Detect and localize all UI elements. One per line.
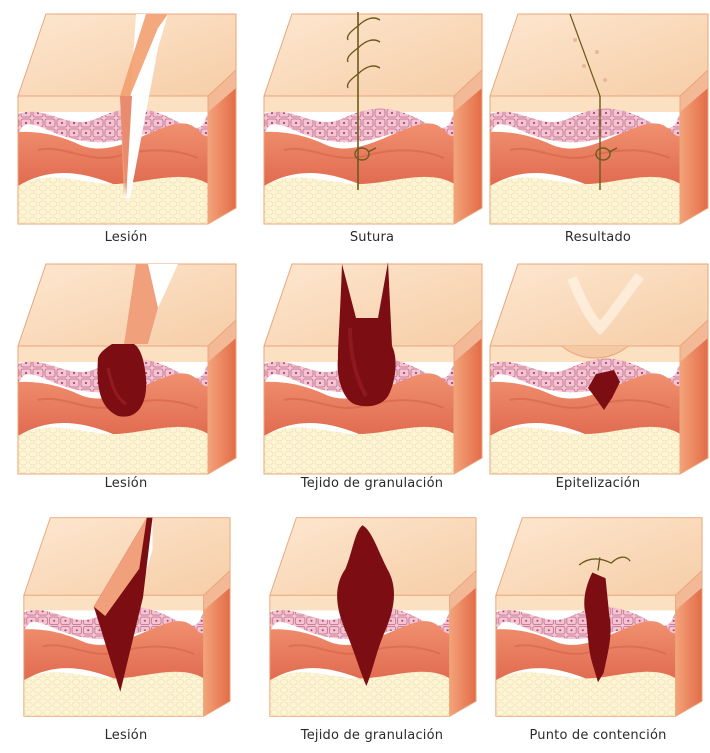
caption: Resultado <box>480 230 710 245</box>
caption: Sutura <box>254 230 490 245</box>
panel-granulacion-deep: Tejido de granulación <box>254 512 490 752</box>
skin-block-granulation <box>254 258 490 480</box>
caption: Lesión <box>8 230 244 245</box>
skin-block-incision <box>8 8 244 230</box>
panel-lesion-open: Lesión <box>2 258 250 498</box>
caption: Lesión <box>2 728 250 743</box>
panel-resultado: Resultado <box>480 8 710 248</box>
caption: Punto de contención <box>480 728 710 743</box>
panel-granulacion: Tejido de granulación <box>254 258 490 498</box>
skin-block-epithelization <box>480 258 710 480</box>
caption: Tejido de granulación <box>254 728 490 743</box>
skin-block-containment <box>480 512 710 722</box>
skin-block-granulation-deep <box>254 512 490 722</box>
skin-block-healed <box>480 8 710 230</box>
skin-block-deep-cut <box>2 512 250 722</box>
skin-block-suture <box>254 8 490 230</box>
panel-punto-contencion: Punto de contención <box>480 512 710 752</box>
panel-lesion-deep: Lesión <box>2 512 250 752</box>
caption: Epitelización <box>480 476 710 491</box>
panel-sutura: Sutura <box>254 8 490 248</box>
panel-epitelizacion: Epitelización <box>480 258 710 498</box>
caption: Lesión <box>2 476 250 491</box>
panel-lesion-incision: Lesión <box>8 8 244 248</box>
caption: Tejido de granulación <box>254 476 490 491</box>
skin-block-open-wound <box>2 258 250 480</box>
